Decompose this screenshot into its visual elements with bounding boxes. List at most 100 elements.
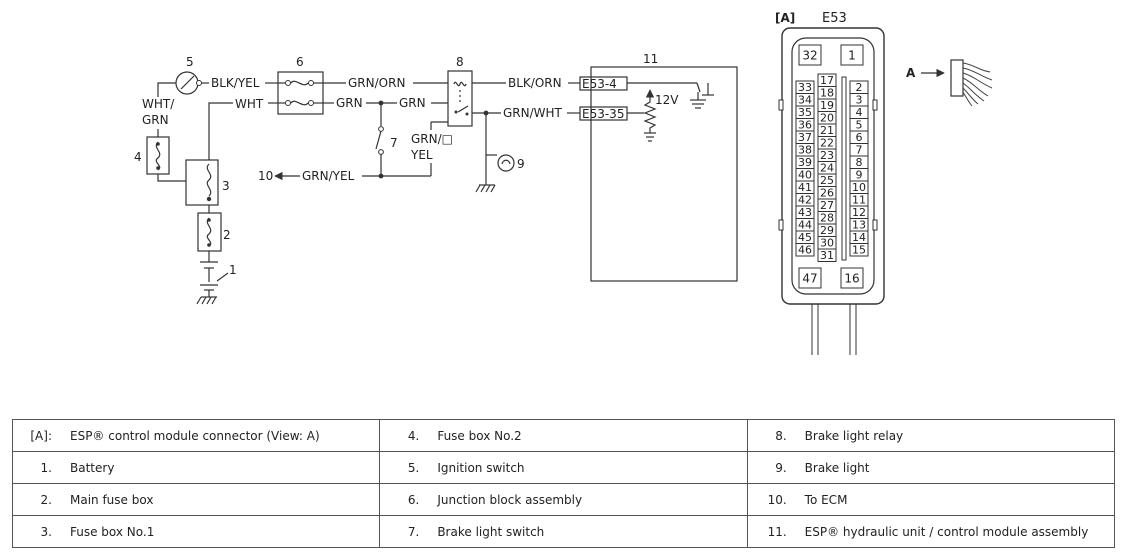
callout-9: 9	[517, 157, 525, 171]
pin-39: 39	[798, 156, 812, 169]
legend-key: [A]:	[30, 428, 52, 443]
pin-29: 29	[820, 224, 834, 237]
brake-light	[475, 113, 515, 193]
legend-value: Brake light switch	[437, 524, 545, 539]
pin-19: 19	[820, 99, 834, 112]
pin-23: 23	[820, 149, 834, 162]
pin-38: 38	[798, 144, 812, 157]
pin-10: 10	[852, 181, 866, 194]
legend-value: Battery	[70, 460, 115, 475]
pin-33: 33	[798, 81, 812, 94]
fuse-box-4	[146, 136, 170, 175]
wire-label-grn-yel: GRN/YEL	[302, 169, 355, 183]
legend-key: 6.	[407, 492, 420, 507]
legend-key: 2.	[40, 492, 52, 507]
voltage-label: 12V	[655, 93, 679, 107]
pin-28: 28	[820, 212, 834, 225]
pin-16-box	[840, 267, 864, 289]
pin-16: 16	[844, 271, 859, 285]
legend-table: [A]: ESP® control module connector (View:…	[11, 419, 1116, 548]
pin-15-box	[849, 243, 869, 257]
pin-7: 7	[856, 144, 863, 157]
pin-24: 24	[820, 162, 834, 175]
wire-label-grn-yel-2: YEL	[410, 148, 433, 162]
legend-cell: 6. Junction block assembly	[379, 483, 748, 516]
legend-cell: 9.Brake light	[746, 451, 1116, 484]
pin-11: 11	[852, 194, 866, 207]
pin-45: 45	[798, 231, 812, 244]
pin-41: 41	[798, 181, 812, 194]
wire-label-wht-grn-2: GRN	[142, 113, 169, 127]
pin-43: 43	[798, 206, 812, 219]
wire-label-blk-orn: BLK/ORN	[508, 76, 562, 90]
pin-25: 25	[820, 174, 834, 187]
pin-15: 15	[852, 244, 866, 257]
callout-2: 2	[223, 228, 231, 242]
pin-13: 13	[852, 219, 866, 232]
callout-3: 3	[222, 179, 230, 193]
legend-value: Junction block assembly	[437, 492, 583, 507]
pin-46: 46	[798, 244, 812, 257]
pin-34: 34	[798, 94, 812, 107]
pin-32: 32	[802, 48, 817, 62]
pin-44: 44	[798, 219, 812, 232]
callout-1: 1	[229, 263, 237, 277]
pin-14: 14	[852, 231, 866, 244]
legend-value: ESP® control module connector (View: A)	[70, 428, 320, 443]
wire-label-wht: WHT	[235, 97, 264, 111]
esp-module-box	[590, 66, 738, 282]
callout-4: 4	[134, 150, 142, 164]
junction-block-assembly	[277, 71, 324, 115]
pin-9: 9	[856, 169, 863, 182]
legend-value: Fuse box No.1	[70, 524, 155, 539]
terminal-e53-4-label: E53-4	[582, 77, 617, 91]
callout-5: 5	[186, 55, 194, 69]
legend-cell: 5.Ignition switch	[379, 451, 748, 484]
battery	[196, 261, 218, 305]
legend-cell: 1. Battery	[11, 451, 381, 484]
callout-7: 7	[390, 136, 398, 150]
wire-label-grn-wht: GRN/WHT	[503, 106, 563, 120]
pin-40: 40	[798, 169, 812, 182]
pin-31: 31	[820, 249, 834, 262]
brake-light-switch	[375, 103, 384, 176]
pin-47: 47	[802, 271, 817, 285]
ignition-switch	[175, 71, 202, 95]
wire-label-blk-yel: BLK/YEL	[211, 76, 260, 90]
legend-key: 3.	[40, 524, 52, 539]
plug-icon	[950, 59, 993, 107]
pin-22: 22	[820, 137, 834, 150]
wire-label-grn-orn: GRN/ORN	[348, 76, 405, 90]
pin-26: 26	[820, 187, 834, 200]
pin-27: 27	[820, 199, 834, 212]
main-fuse-box-2	[197, 212, 222, 252]
pin-30: 30	[820, 237, 834, 250]
pin-1-box	[840, 44, 864, 66]
legend-cell: 4.Fuse box No.2	[379, 419, 748, 452]
brake-light-relay	[447, 70, 473, 127]
legend-cell: 3. Fuse box No.1	[11, 515, 381, 548]
legend-key: 1.	[40, 460, 52, 475]
pin-8: 8	[856, 156, 863, 169]
connector-view-tag: [A]	[775, 11, 795, 25]
pin-6: 6	[856, 131, 863, 144]
legend-cell: 8.Brake light relay	[746, 419, 1116, 452]
wire-label-wht-grn-1: WHT/	[142, 97, 175, 111]
legend-key: 9.	[775, 460, 787, 475]
fuse-box-3	[185, 159, 219, 206]
wiring-diagram: 5 BLK/YEL WHT/ GRN 4 3 WHT 2	[134, 11, 993, 355]
legend-value: Ignition switch	[437, 460, 525, 475]
pin-17: 17	[820, 74, 834, 87]
legend-key: 7.	[407, 524, 420, 539]
pin-32-box	[798, 44, 822, 66]
pin-18: 18	[820, 87, 834, 100]
view-a-label: A	[906, 66, 916, 80]
terminal-e53-35-label: E53-35	[582, 107, 624, 121]
legend-key: 8.	[775, 428, 787, 443]
legend-value: ESP® hydraulic unit / control module ass…	[804, 524, 1089, 539]
